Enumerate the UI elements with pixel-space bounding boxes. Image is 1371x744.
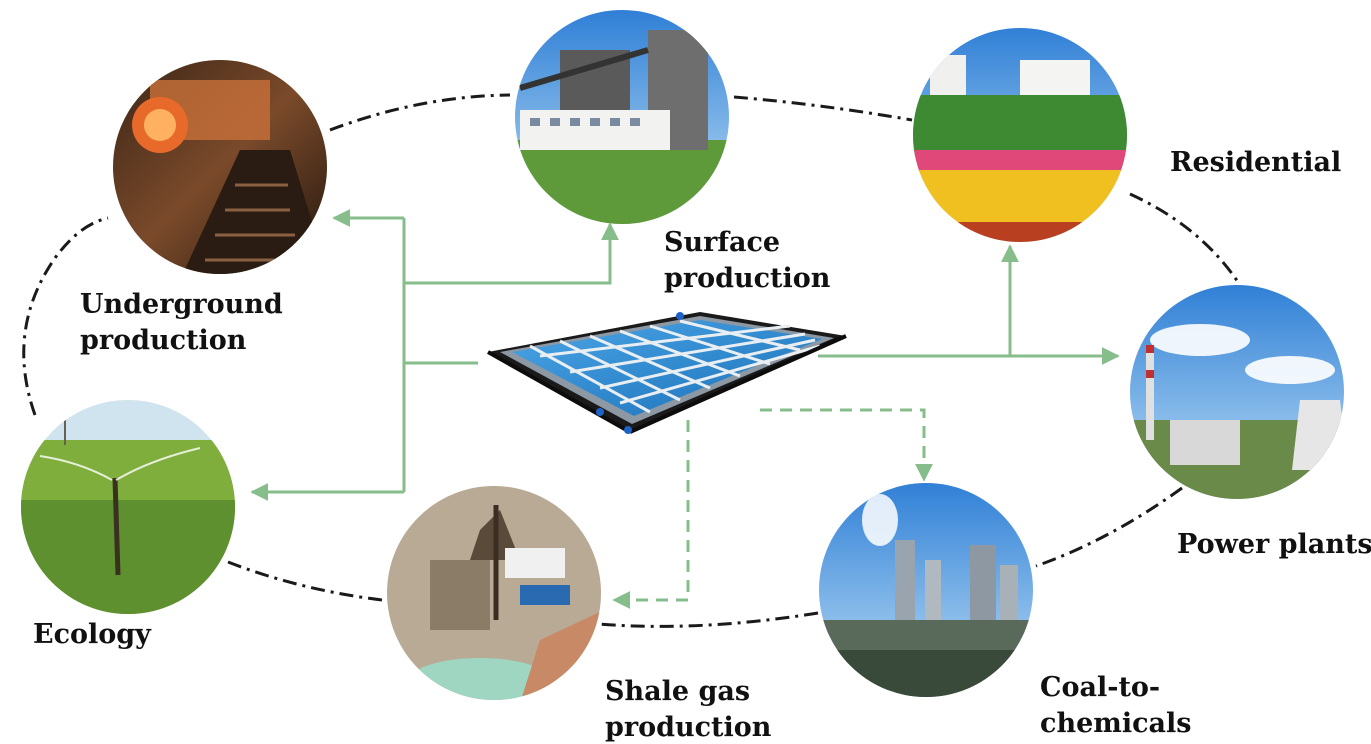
- label-coal-to-chemicals-line1: Coal-to-: [1040, 672, 1161, 703]
- label-surface-line1: Surface: [664, 227, 781, 258]
- label-power-plants: Power plants: [1177, 527, 1371, 563]
- label-coal-to-chemicals-line2: chemicals: [1040, 708, 1192, 739]
- coal-mine-tunnel-photo: [113, 60, 327, 274]
- solid-flows: [250, 209, 1120, 501]
- label-shale-gas-line1: Shale gas: [605, 676, 751, 707]
- surface-coal-plant-photo: [515, 10, 729, 224]
- shale-gas-rig-photo: [387, 486, 601, 700]
- flow-to-coal-chemicals: [760, 408, 933, 482]
- label-surface-line2: production: [664, 263, 831, 294]
- label-underground-line2: production: [80, 325, 247, 356]
- label-shale-gas: Shale gas production: [605, 674, 771, 744]
- label-surface: Surface production: [664, 225, 830, 297]
- label-shale-gas-line2: production: [605, 712, 772, 743]
- sprinkler-field-photo: [21, 400, 235, 614]
- power-plant-photo: [1130, 285, 1344, 499]
- residential-flowers-photo: [913, 28, 1127, 242]
- label-ecology: Ecology: [33, 617, 151, 653]
- label-residential-line1: Residential: [1170, 147, 1342, 178]
- chemical-plant-photo: [819, 483, 1033, 697]
- label-underground: Underground production: [80, 287, 283, 359]
- label-coal-to-chemicals: Coal-to- chemicals: [1040, 670, 1191, 742]
- dashed-flows: [612, 408, 933, 609]
- flow-to-surface: [404, 222, 619, 285]
- flow-to-shale: [612, 420, 690, 609]
- label-ecology-line1: Ecology: [33, 619, 151, 650]
- label-residential: Residential: [1170, 145, 1341, 181]
- label-power-plants-line1: Power plants: [1177, 529, 1371, 560]
- label-underground-line1: Underground: [80, 289, 283, 320]
- reservoir-grid-icon: [487, 312, 847, 434]
- cycle-ring: [22, 93, 1240, 628]
